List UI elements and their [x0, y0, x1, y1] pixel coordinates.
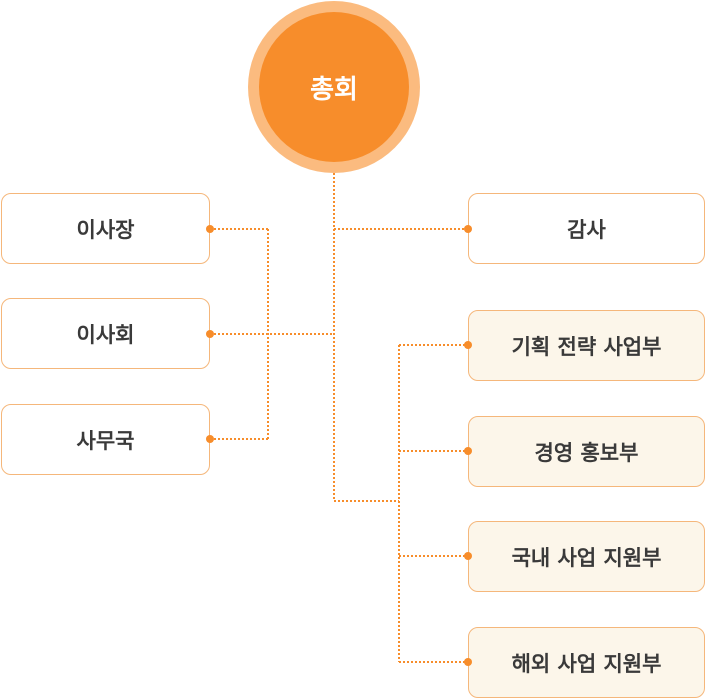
node-planning-strategy-dept: 기획 전략 사업부	[468, 310, 705, 381]
node-board-label: 이사회	[76, 322, 135, 347]
node-board-of-directors: 이사회	[1, 298, 210, 369]
connector-dot	[206, 435, 214, 443]
node-secretariat-label: 사무국	[76, 428, 135, 453]
node-secretariat: 사무국	[1, 404, 210, 475]
node-domestic-support-dept: 국내 사업 지원부	[468, 521, 705, 592]
connector-dot	[464, 225, 472, 233]
node-dept1-label: 기획 전략 사업부	[511, 334, 662, 359]
node-audit: 감사	[468, 193, 705, 264]
connector-dot	[206, 225, 214, 233]
root-node-label: 총회	[259, 12, 409, 162]
node-chairman: 이사장	[1, 193, 210, 264]
node-audit-label: 감사	[567, 217, 606, 242]
connector-dot	[464, 447, 472, 455]
node-chairman-label: 이사장	[76, 217, 135, 242]
node-dept2-label: 경영 홍보부	[534, 440, 639, 465]
node-dept3-label: 국내 사업 지원부	[511, 545, 662, 570]
root-node-general-assembly: 총회	[248, 1, 420, 173]
node-overseas-support-dept: 해외 사업 지원부	[468, 627, 705, 698]
connector-dot	[464, 552, 472, 560]
node-dept4-label: 해외 사업 지원부	[511, 651, 662, 676]
connector-dot	[206, 330, 214, 338]
connector-dot	[464, 658, 472, 666]
node-management-pr-dept: 경영 홍보부	[468, 416, 705, 487]
connector-dot	[464, 341, 472, 349]
